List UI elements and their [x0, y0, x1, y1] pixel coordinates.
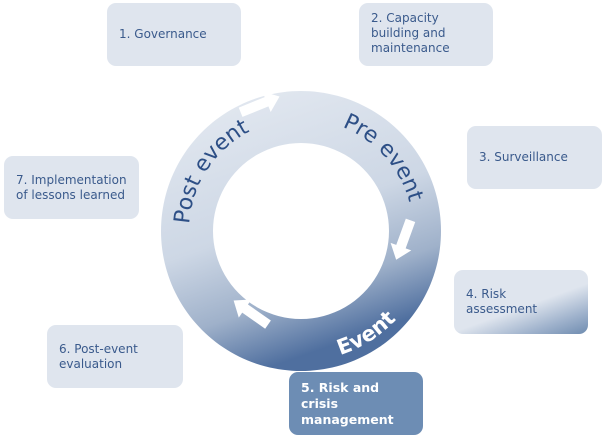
arrow-icon-right — [390, 218, 416, 260]
step-box-post-event-evaluation: 6. Post-event evaluation — [47, 325, 183, 388]
step-label: 6. Post-event evaluation — [59, 341, 138, 371]
step-label: 5. Risk and crisis management — [301, 379, 394, 427]
arrow-icon-top — [238, 91, 280, 117]
step-box-risk-assessment: 4. Risk assessment — [454, 270, 588, 334]
step-box-governance: 1. Governance — [107, 3, 241, 66]
step-box-surveillance: 3. Surveillance — [467, 126, 602, 189]
step-label: 1. Governance — [119, 27, 207, 41]
step-label: 7. Implementation of lessons learned — [16, 172, 127, 202]
ring-band — [161, 91, 442, 371]
step-box-risk-crisis-management: 5. Risk and crisis management — [289, 372, 423, 435]
step-label: 3. Surveillance — [479, 150, 568, 164]
step-box-capacity-building: 2. Capacity building and maintenance — [359, 3, 493, 66]
step-label: 4. Risk assessment — [466, 287, 538, 316]
step-label: 2. Capacity building and maintenance — [371, 11, 450, 55]
arrow-icon-bottom — [233, 299, 271, 329]
step-box-lessons-learned: 7. Implementation of lessons learned — [4, 156, 139, 219]
